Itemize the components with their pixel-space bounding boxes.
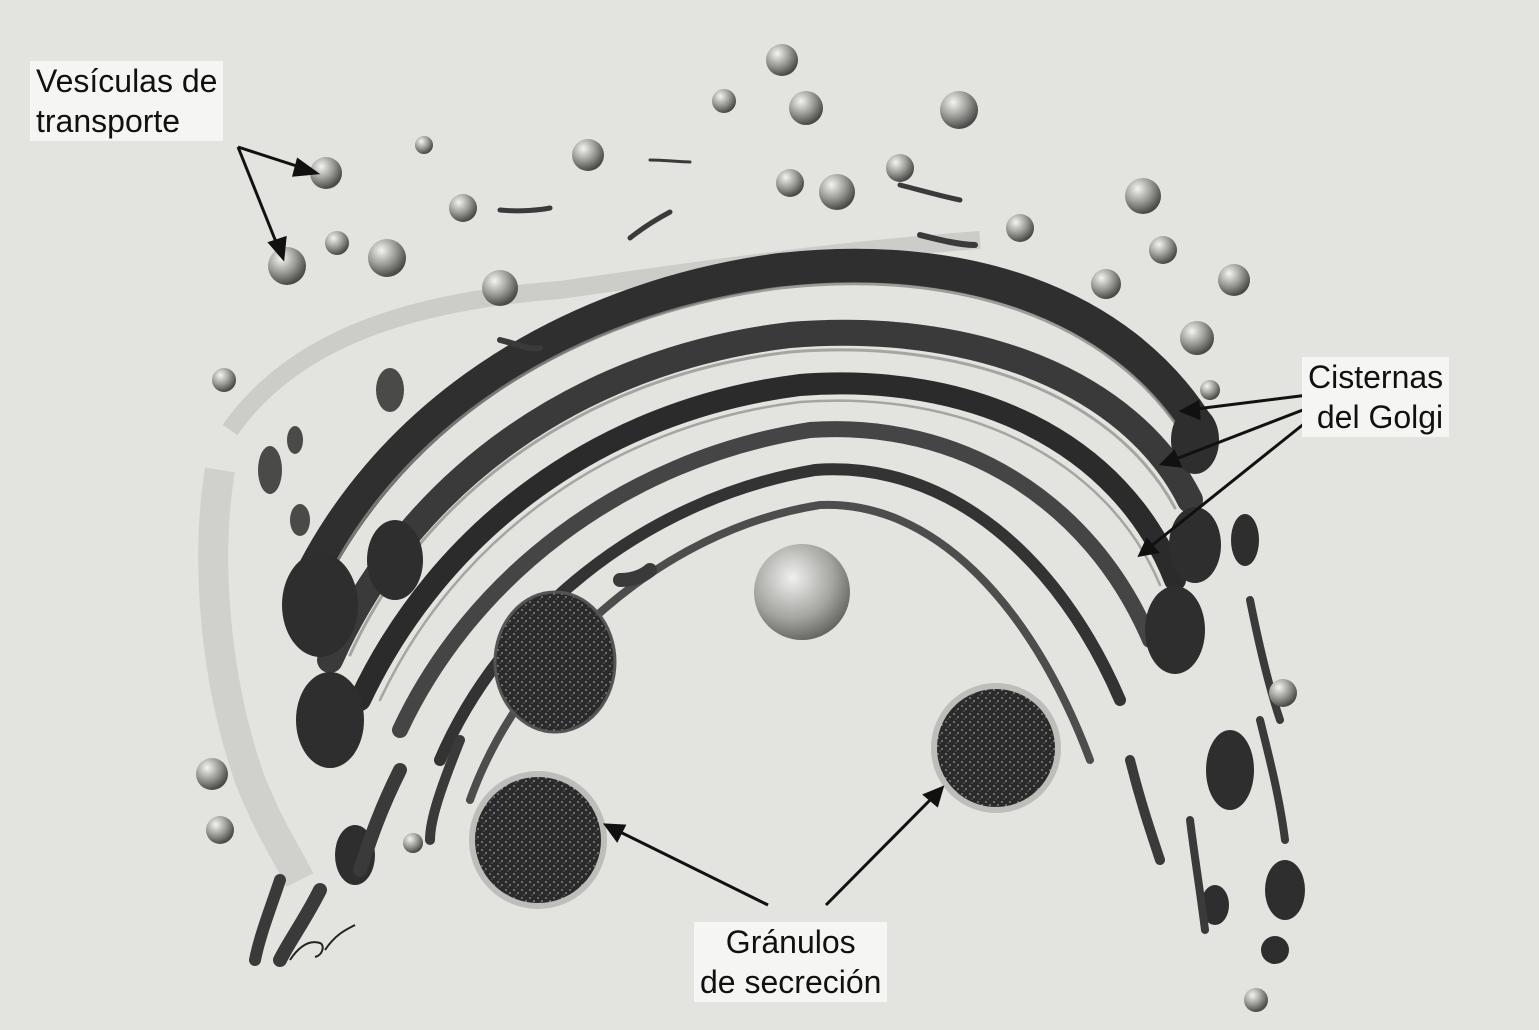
golgi-cisternae bbox=[300, 266, 1200, 800]
granule-left bbox=[472, 774, 604, 906]
label-transport-vesicles-line2: transporte bbox=[36, 101, 217, 141]
label-golgi-cisterns-line2: del Golgi bbox=[1308, 397, 1443, 437]
label-secretory-granules: Gránulos de secreción bbox=[694, 922, 887, 1002]
label-secretory-granules-line1: Gránulos bbox=[700, 922, 881, 962]
secretory-granules bbox=[472, 592, 1058, 906]
artist-signature bbox=[285, 915, 365, 975]
label-golgi-cisterns: Cisternas del Golgi bbox=[1302, 357, 1449, 437]
granule-right bbox=[934, 686, 1058, 810]
label-transport-vesicles-line1: Vesículas de bbox=[36, 61, 217, 101]
label-secretory-granules-line2: de secreción bbox=[700, 962, 881, 1002]
label-golgi-cisterns-line1: Cisternas bbox=[1308, 357, 1443, 397]
central-vesicle bbox=[754, 544, 850, 640]
label-transport-vesicles: Vesículas de transporte bbox=[30, 61, 223, 141]
granule-forming bbox=[495, 592, 615, 732]
